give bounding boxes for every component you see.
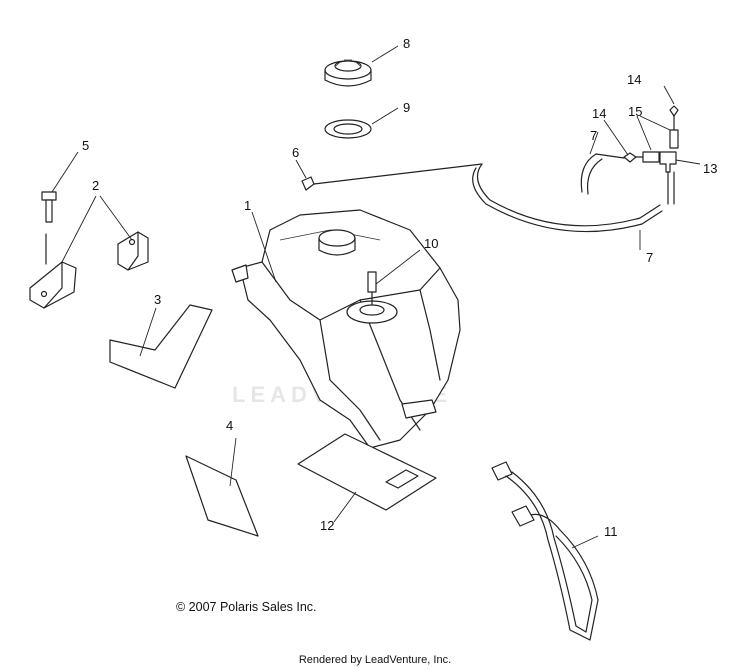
rendered-by-text: Rendered by LeadVenture, Inc. — [298, 654, 452, 666]
fuel-tank[interactable] — [231, 209, 461, 449]
callout-7-lower: 7 — [646, 250, 653, 265]
fuel-cap[interactable] — [324, 59, 372, 87]
callout-6: 6 — [292, 145, 299, 160]
shield-pad[interactable] — [185, 455, 259, 537]
callout-14-left: 14 — [592, 106, 606, 121]
vent-hose[interactable] — [313, 153, 663, 233]
fuel-pump[interactable] — [346, 271, 398, 324]
callout-3: 3 — [154, 292, 161, 307]
tee-fitting[interactable] — [659, 151, 677, 205]
callout-8: 8 — [403, 36, 410, 51]
cap-gasket[interactable] — [324, 119, 372, 139]
callout-2: 2 — [92, 178, 99, 193]
callout-7-upper: 7 — [590, 128, 597, 143]
callout-5: 5 — [82, 138, 89, 153]
callout-4: 4 — [226, 418, 233, 433]
mounting-bracket[interactable] — [29, 231, 149, 309]
callout-labels: 8 9 6 5 2 3 4 1 10 11 12 7 7 13 14 14 15 — [82, 36, 717, 539]
callout-1: 1 — [244, 198, 251, 213]
fuel-line[interactable] — [491, 461, 599, 641]
callout-12: 12 — [320, 518, 334, 533]
tank-pad[interactable] — [109, 304, 213, 389]
callout-13: 13 — [703, 161, 717, 176]
callout-15: 15 — [628, 104, 642, 119]
bolt[interactable] — [41, 191, 57, 265]
callout-9: 9 — [403, 100, 410, 115]
callout-10: 10 — [424, 236, 438, 251]
callout-14-right: 14 — [627, 72, 641, 87]
leader-lines — [51, 45, 701, 549]
copyright-text: © 2007 Polaris Sales Inc. — [176, 600, 317, 614]
hose-clip[interactable] — [301, 176, 315, 191]
tank-plate[interactable] — [297, 433, 437, 511]
callout-11: 11 — [604, 524, 618, 539]
